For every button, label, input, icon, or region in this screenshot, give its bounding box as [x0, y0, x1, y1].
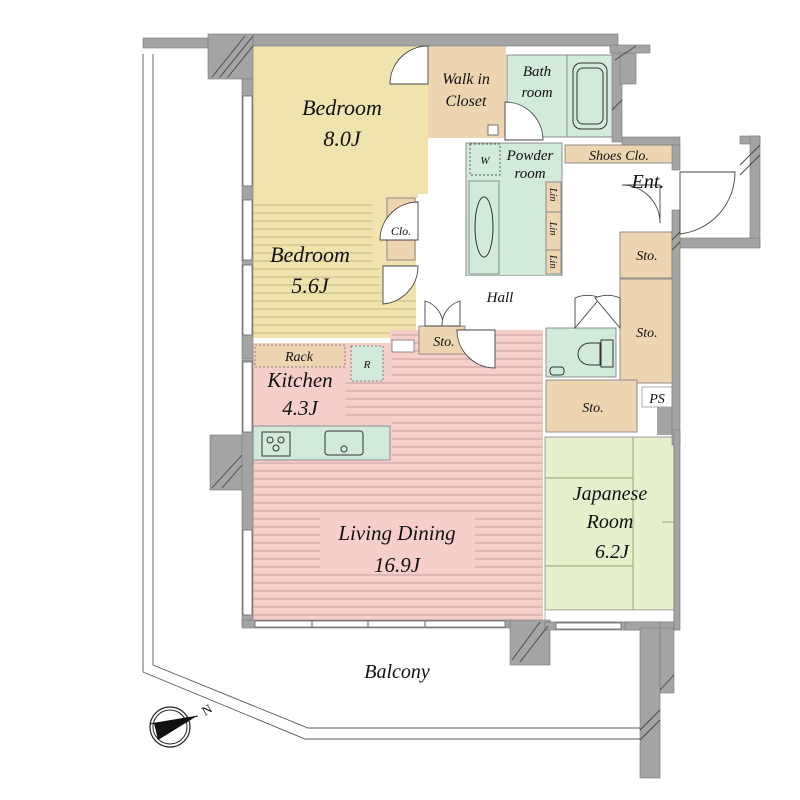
linen-shelf — [545, 181, 562, 275]
doors — [379, 45, 736, 369]
washer-label: W — [480, 155, 490, 167]
walkin-closet-fill — [428, 46, 506, 138]
walkin-label-1: Walk in — [442, 71, 490, 88]
hall-storage-label: Sto. — [433, 335, 454, 350]
bedroom-56-planks — [253, 204, 416, 334]
storage-lower — [545, 379, 638, 433]
linen-label-1: Lin — [547, 187, 558, 201]
japanese-label-1: Japanese — [573, 483, 648, 505]
sink-icon — [474, 196, 494, 258]
bedroom-8-label: Bedroom — [302, 95, 382, 120]
storage-lower-label: Sto. — [582, 401, 603, 416]
entrance-storage-label: Sto. — [636, 249, 657, 264]
linen-label-3: Lin — [547, 254, 558, 268]
kitchen-sink-icon — [324, 430, 364, 456]
toilet-icon — [577, 342, 601, 366]
balcony-label: Balcony — [364, 661, 430, 683]
entrance-label: Ent. — [631, 171, 665, 193]
balcony-outline — [142, 54, 640, 740]
storage-right-2 — [619, 278, 676, 384]
rack-label: Rack — [284, 350, 314, 365]
refrigerator-fill — [350, 345, 384, 382]
bathtub-icon — [572, 62, 608, 130]
shoes-closet-label: Shoes Clo. — [589, 149, 649, 164]
hall-label: Hall — [486, 290, 514, 306]
powder-label-2: room — [514, 166, 545, 182]
bedroom-56-size: 5.6J — [291, 273, 330, 298]
washer-area — [469, 143, 501, 176]
stove-icon — [261, 431, 291, 457]
rack-fill — [254, 344, 346, 368]
tatami-lines — [545, 437, 674, 610]
living-planks — [253, 334, 543, 616]
storage-right-label: Sto. — [636, 326, 657, 341]
pipe-space-label: PS — [648, 392, 665, 407]
kitchen-counter — [252, 425, 391, 461]
compass-north-label: N — [199, 701, 215, 719]
compass-icon: N — [149, 701, 215, 748]
bath-label-2: room — [521, 85, 552, 101]
storage-right-1 — [619, 231, 673, 279]
vanity — [468, 180, 500, 275]
toilet-room-fill — [545, 327, 617, 378]
living-size: 16.9J — [374, 553, 422, 577]
japanese-label-2: Room — [586, 511, 634, 533]
walls — [142, 33, 761, 779]
japanese-size: 6.2J — [595, 541, 630, 563]
bedroom-8-size: 8.0J — [323, 126, 362, 151]
windows — [242, 95, 622, 630]
refrigerator-label: R — [363, 359, 371, 371]
linen-label-2: Lin — [547, 221, 558, 235]
wall-hatching — [211, 35, 761, 741]
bedroom-8-lower-fill — [253, 194, 418, 198]
closet-label: Clo. — [391, 224, 411, 238]
bedroom-56-label: Bedroom — [270, 242, 350, 267]
powder-label-1: Powder — [506, 148, 554, 164]
kitchen-label: Kitchen — [266, 368, 332, 392]
bath-label-1: Bath — [523, 64, 551, 80]
walkin-post — [487, 124, 499, 136]
walkin-label-2: Closet — [446, 93, 487, 110]
kitchen-size: 4.3J — [282, 396, 319, 420]
living-label: Living Dining — [337, 521, 455, 545]
